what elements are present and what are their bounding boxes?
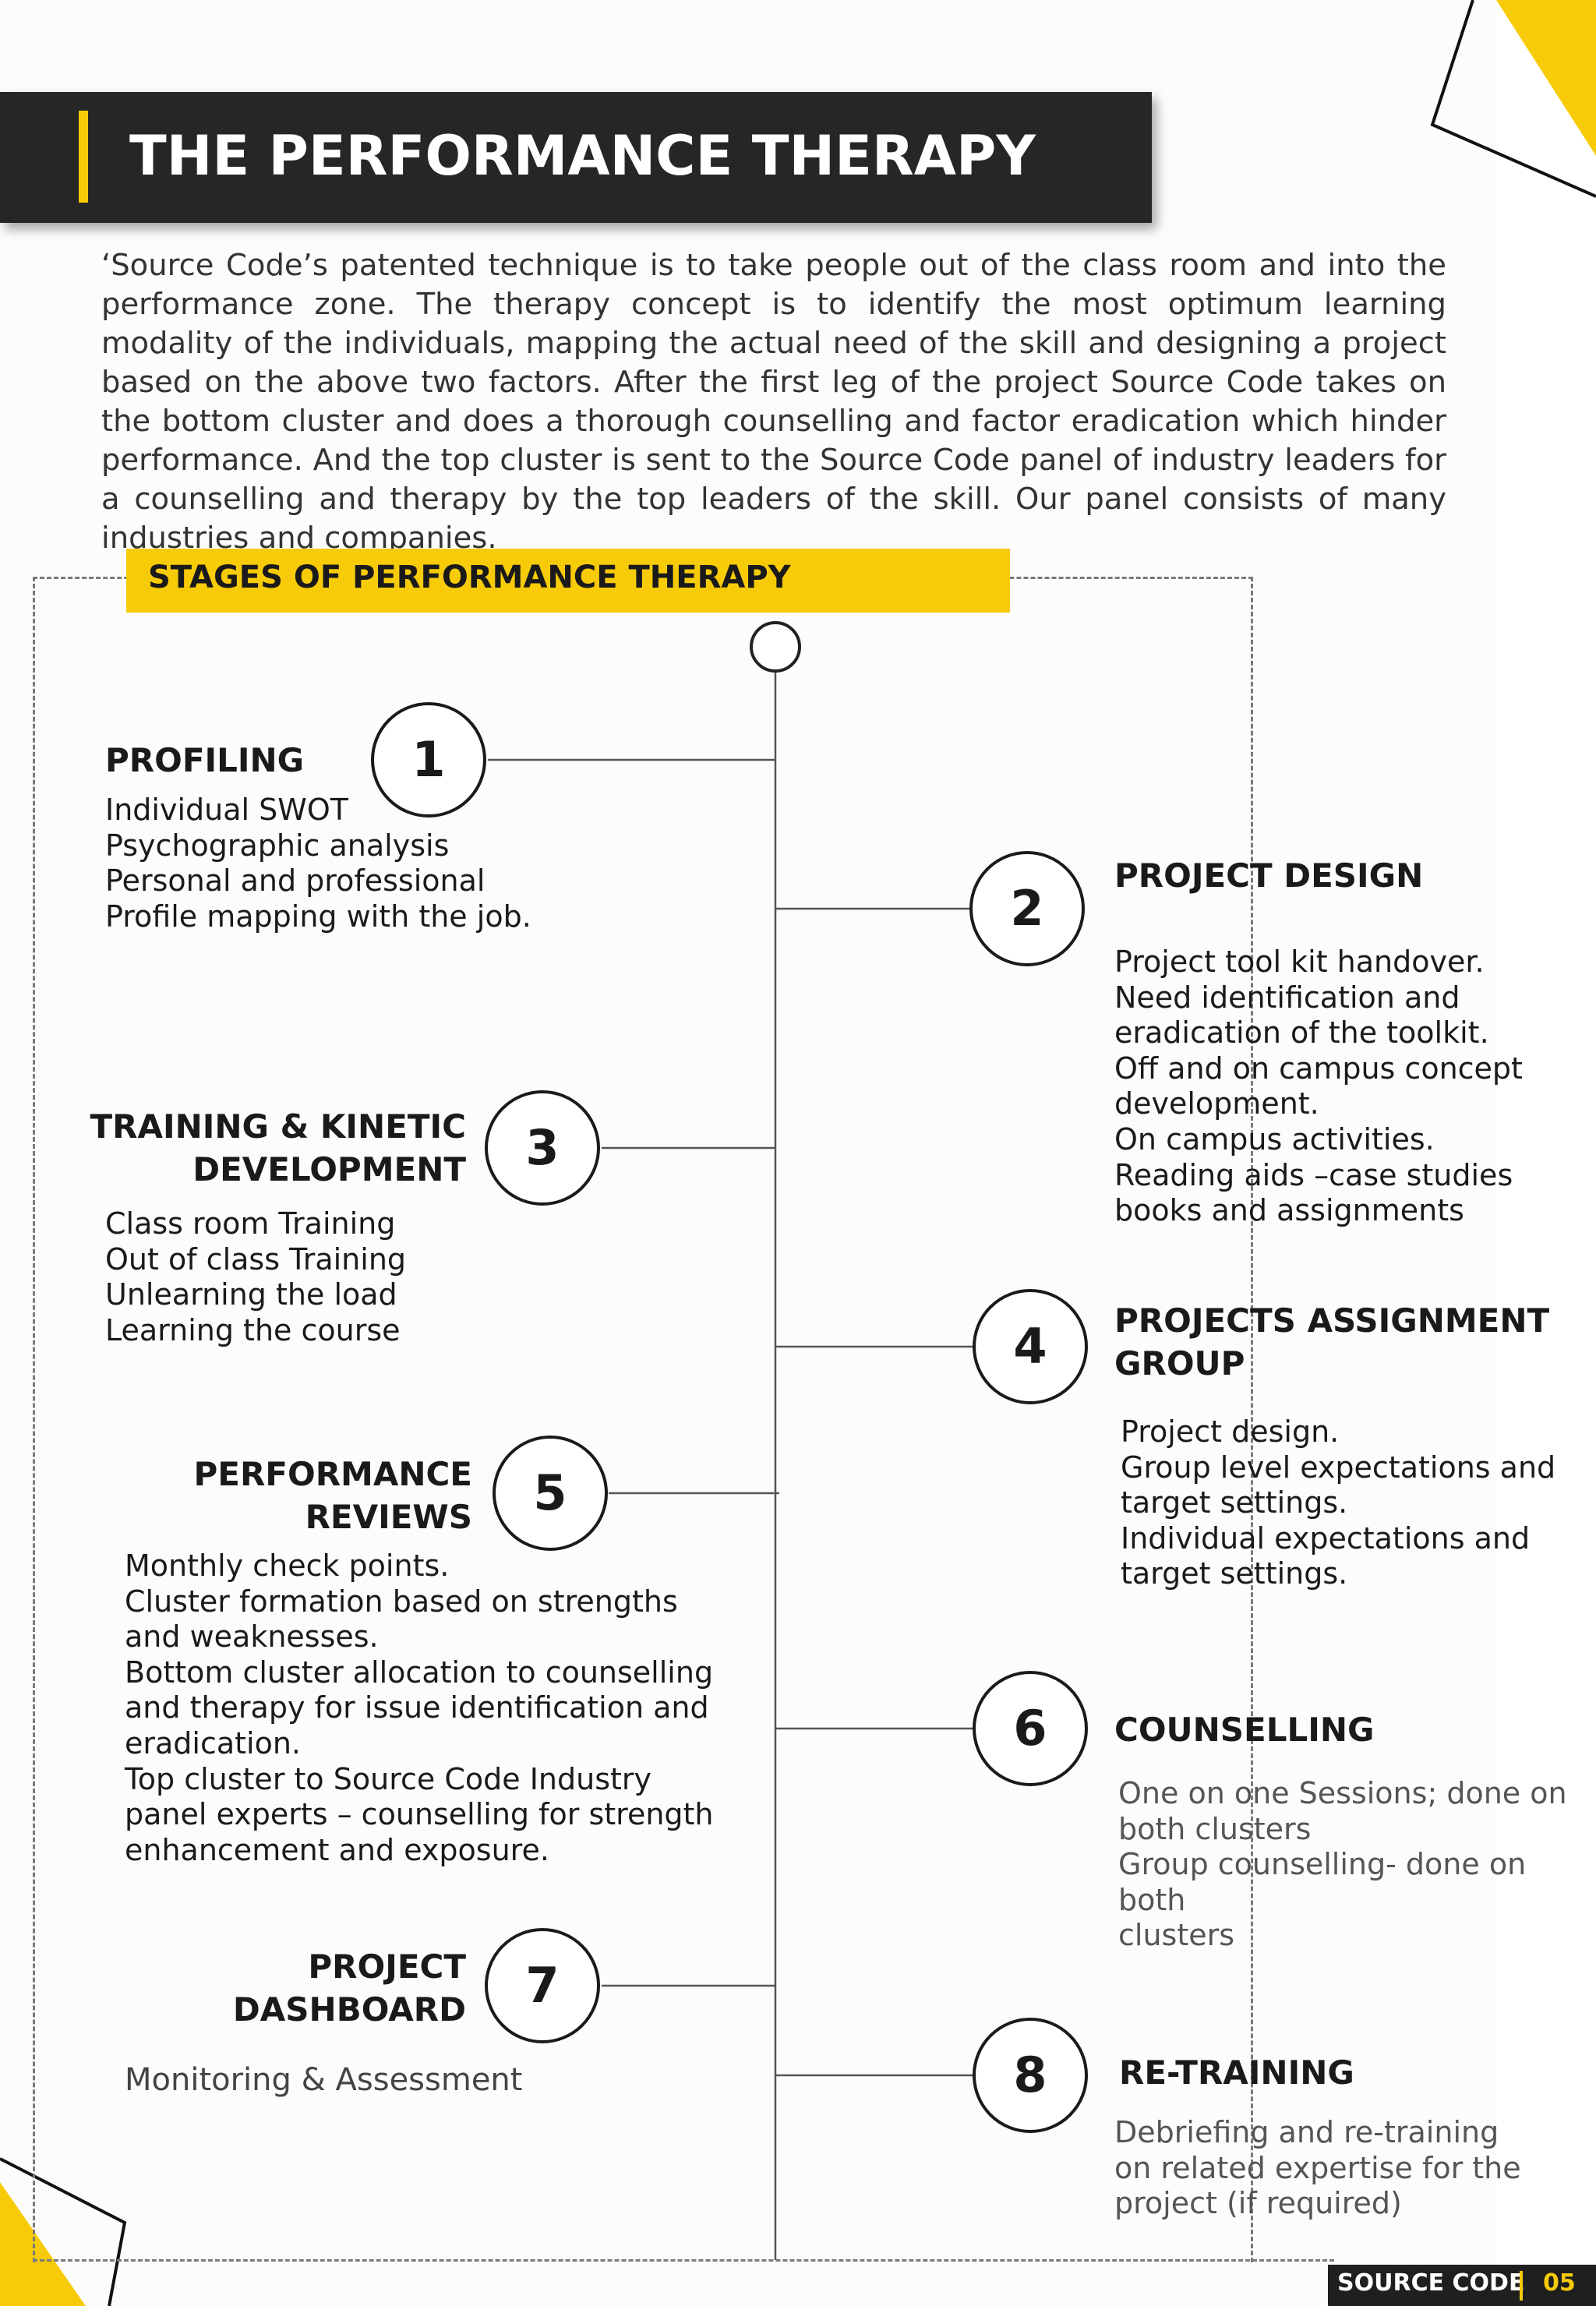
stage-title-project-design: PROJECT DESIGN — [1114, 856, 1424, 895]
stage-item: Cluster formation based on strengths — [125, 1584, 678, 1619]
stage-item: panel experts – counselling for strength — [125, 1797, 714, 1832]
stage-number-2: 2 — [1010, 880, 1044, 937]
stage-item: eradication of the toolkit. — [1114, 1015, 1489, 1051]
timeline-start-node — [750, 621, 801, 673]
stage-item: Group counselling- done on both — [1118, 1847, 1527, 1917]
stage-number-6: 6 — [1013, 1700, 1047, 1757]
corner-decoration-bottom-left — [0, 2157, 127, 2306]
stage-item: both clusters — [1118, 1811, 1312, 1846]
stage-item: and therapy for issue identification and — [125, 1690, 709, 1725]
stage-circle-1 — [371, 702, 486, 818]
stage-item: Monthly check points. — [125, 1549, 450, 1583]
stage-item: eradication. — [125, 1725, 302, 1760]
stage-item: Out of class Training — [105, 1241, 407, 1277]
stage-items-project-dashboard: Monitoring & Assessment — [125, 2061, 522, 2099]
stage-item: Individual expectations and — [1121, 1520, 1531, 1556]
stage-item: on related expertise for the — [1114, 2150, 1521, 2185]
stage-title-line: DASHBOARD — [232, 1990, 466, 2029]
stages-section-bottom-border — [33, 2259, 1334, 2262]
stage-title-profiling: PROFILING — [105, 741, 305, 779]
stage-item: Class room Training — [105, 1206, 396, 1241]
stage-circle-6 — [973, 1671, 1088, 1786]
stage-items-re-training: Debriefing and re-training on related ex… — [1114, 2115, 1521, 2222]
stage-item: development. — [1114, 1086, 1319, 1121]
stage-title-line: TRAINING & KINETIC — [90, 1107, 466, 1146]
stage-item: project (if required) — [1114, 2186, 1402, 2221]
page-title: THE PERFORMANCE THERAPY — [129, 124, 1036, 188]
stage-number-8: 8 — [1013, 2046, 1047, 2103]
stage-item: Reading aids –case studies — [1114, 1157, 1513, 1192]
page-background — [0, 0, 1496, 2306]
footer-brand: SOURCE CODE — [1337, 2269, 1525, 2297]
stage-item: Individual SWOT — [105, 793, 348, 827]
stage-title-counselling: COUNSELLING — [1114, 1711, 1375, 1749]
footer-bar — [1328, 2265, 1596, 2306]
stage-item: Monitoring & Assessment — [125, 2062, 523, 2098]
stage-title-project-dashboard: PROJECT DASHBOARD — [233, 1945, 466, 2031]
page-number: 05 — [1543, 2269, 1576, 2297]
stage-item: Psychographic analysis — [105, 828, 450, 863]
stage-items-projects-assignment: Project design. Group level expectations… — [1121, 1414, 1555, 1592]
header-accent-stripe — [79, 111, 88, 203]
stage-items-profiling: Individual SWOT Psychographic analysis P… — [105, 793, 531, 934]
stage-circle-2 — [969, 851, 1085, 966]
stages-section-label: STAGES OF PERFORMANCE THERAPY — [126, 549, 1010, 613]
stage-item: Profile mapping with the job. — [105, 899, 531, 934]
stage-number-1: 1 — [411, 731, 446, 788]
stage-item: Group level expectations and — [1121, 1450, 1556, 1485]
stage-item: Personal and professional — [105, 863, 486, 899]
stage-title-training-kinetic: TRAINING & KINETIC DEVELOPMENT — [90, 1105, 466, 1191]
stage-title-performance-reviews: PERFORMANCE REVIEWS — [193, 1453, 472, 1538]
stage-item: Off and on campus concept — [1114, 1051, 1523, 1086]
stage-item: Project tool kit handover. — [1114, 945, 1485, 979]
stage-items-training-kinetic: Class room Training Out of class Trainin… — [105, 1206, 406, 1348]
stage-title-line: PROJECT — [308, 1948, 466, 1986]
stage-item: Bottom cluster allocation to counselling — [125, 1654, 714, 1690]
stage-title-line: PERFORMANCE — [193, 1455, 472, 1493]
stage-title-line: PROJECTS ASSIGNMENT — [1114, 1301, 1550, 1340]
stage-item: Project design. — [1121, 1414, 1340, 1449]
stage-items-performance-reviews: Monthly check points. Cluster formation … — [125, 1549, 714, 1868]
stage-circle-7 — [485, 1928, 600, 2043]
stage-circle-3 — [485, 1090, 600, 1206]
stage-item: enhancement and exposure. — [125, 1832, 549, 1867]
header-bar — [0, 92, 1152, 223]
stage-item: Need identification and — [1114, 980, 1460, 1015]
stage-item: Top cluster to Source Code Industry — [125, 1761, 652, 1796]
stage-item: One on one Sessions; done on — [1118, 1776, 1567, 1810]
stage-number-4: 4 — [1013, 1318, 1047, 1375]
stages-section-label-text: STAGES OF PERFORMANCE THERAPY — [148, 560, 791, 595]
stage-circle-4 — [973, 1289, 1088, 1404]
stage-title-line: DEVELOPMENT — [192, 1150, 466, 1188]
footer-separator — [1520, 2271, 1523, 2301]
stage-title-line: REVIEWS — [305, 1498, 472, 1536]
stage-item: and weaknesses. — [125, 1619, 379, 1654]
stage-circle-8 — [973, 2018, 1088, 2133]
stage-title-line: GROUP — [1114, 1344, 1245, 1383]
stage-item: Debriefing and re-training — [1114, 2115, 1499, 2149]
stage-items-counselling: One on one Sessions; done on both cluste… — [1118, 1776, 1596, 1954]
stage-circle-5 — [493, 1436, 608, 1551]
stage-item: target settings. — [1121, 1485, 1348, 1520]
stage-title-re-training: RE-TRAINING — [1119, 2054, 1354, 2092]
stage-number-3: 3 — [525, 1119, 560, 1176]
stage-item: Learning the course — [105, 1312, 401, 1347]
stage-item: clusters — [1118, 1918, 1235, 1953]
stage-item: Unlearning the load — [105, 1277, 397, 1312]
stage-item: books and assignments — [1114, 1193, 1464, 1228]
intro-paragraph: ‘Source Code’s patented technique is to … — [101, 248, 1446, 556]
stage-number-7: 7 — [525, 1957, 560, 2014]
stage-items-project-design: Project tool kit handover. Need identifi… — [1114, 945, 1523, 1229]
stage-title-projects-assignment: PROJECTS ASSIGNMENT GROUP — [1114, 1299, 1549, 1385]
stage-item: On campus activities. — [1114, 1121, 1435, 1157]
corner-decoration-top-right — [1430, 0, 1596, 198]
stage-item: target settings. — [1121, 1556, 1348, 1591]
stage-number-5: 5 — [533, 1464, 567, 1521]
